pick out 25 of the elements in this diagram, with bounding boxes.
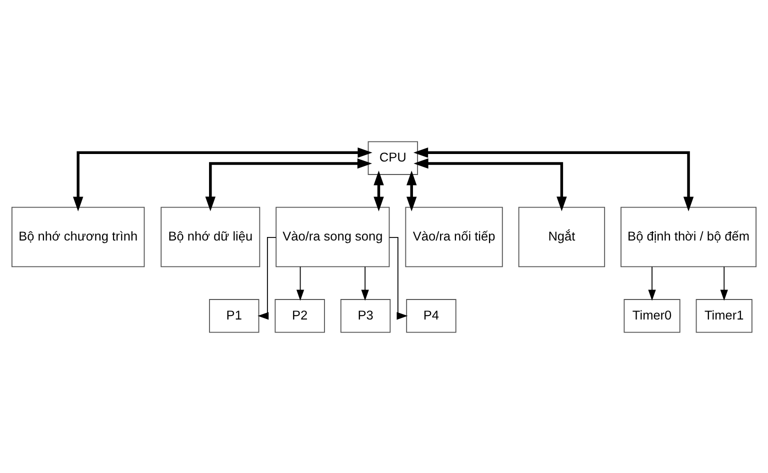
- node-box: P4: [406, 298, 456, 332]
- arrow: [414, 158, 567, 211]
- node-box: P2: [274, 298, 325, 332]
- node-box: Timer0: [624, 298, 680, 332]
- arrow: [72, 146, 372, 211]
- node-box: P3: [340, 298, 391, 332]
- arrow: [374, 170, 384, 211]
- node-box: Vào/ra nối tiếp: [405, 206, 503, 267]
- arrow: [361, 266, 369, 300]
- node-box: Bộ định thời / bộ đếm: [620, 206, 756, 267]
- arrow: [258, 236, 276, 320]
- arrow: [648, 266, 656, 300]
- arrow: [406, 170, 417, 211]
- node-box: Timer1: [696, 298, 752, 332]
- node-box: Bộ nhớ dữ liệu: [160, 206, 260, 267]
- arrow: [720, 266, 728, 300]
- node-box: P1: [209, 298, 260, 332]
- arrow: [296, 266, 304, 300]
- arrow: [413, 146, 694, 211]
- node-box: Ngắt: [518, 206, 606, 267]
- node-box: Vào/ra song song: [276, 206, 390, 267]
- arrow: [205, 158, 372, 211]
- node-box: CPU: [368, 140, 418, 174]
- arrow: [388, 236, 408, 320]
- node-box: Bộ nhớ chương trình: [12, 206, 145, 267]
